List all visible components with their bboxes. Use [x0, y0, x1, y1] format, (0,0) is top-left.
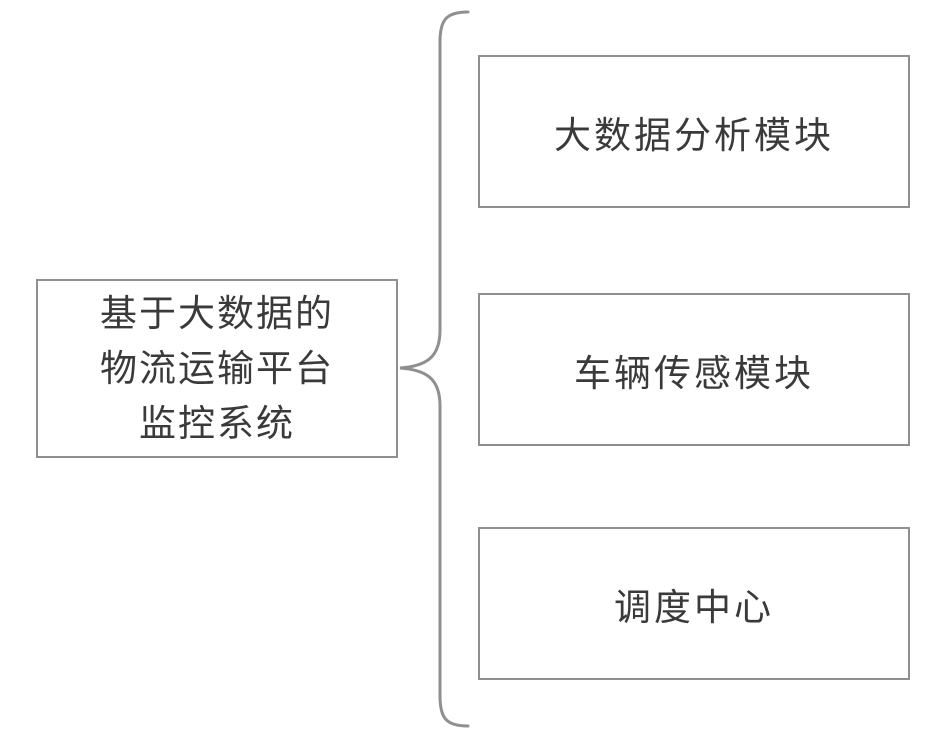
module-label-vehicle-sensing: 车辆传感模块 [574, 343, 814, 397]
module-box-big-data-analysis: 大数据分析模块 [478, 55, 910, 208]
root-system-label: 基于大数据的 物流运输平台 监控系统 [100, 286, 334, 451]
curly-brace-path [400, 12, 468, 726]
module-box-dispatch-center: 调度中心 [478, 527, 910, 680]
module-label-dispatch-center: 调度中心 [614, 577, 774, 631]
module-box-vehicle-sensing: 车辆传感模块 [478, 293, 910, 446]
root-system-box: 基于大数据的 物流运输平台 监控系统 [36, 279, 398, 458]
module-label-big-data-analysis: 大数据分析模块 [554, 105, 834, 159]
